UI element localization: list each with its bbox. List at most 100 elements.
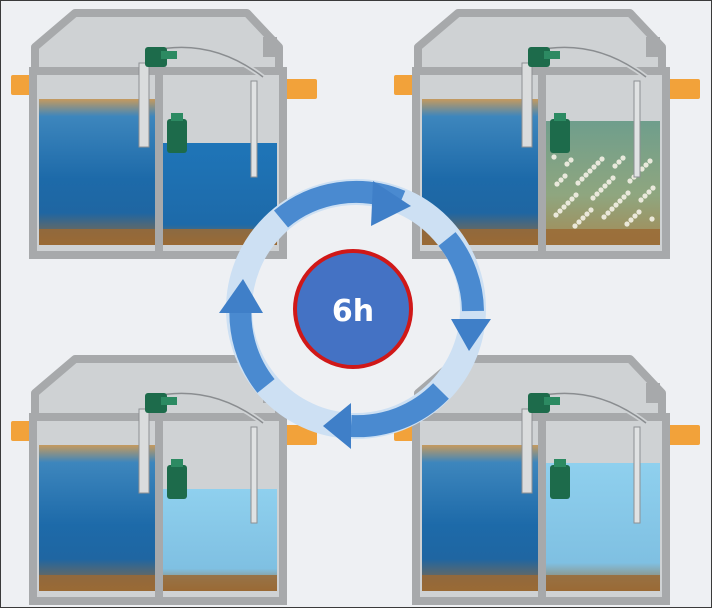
bubble	[617, 198, 623, 204]
arrow-down-icon	[451, 319, 491, 351]
tank-top-left	[11, 9, 317, 259]
roof-vent	[646, 37, 660, 57]
bubble	[616, 159, 622, 165]
bubble	[639, 166, 645, 172]
bubble	[575, 180, 581, 186]
bubble	[601, 214, 607, 220]
bubble	[587, 168, 593, 174]
tank-bottom-right	[394, 355, 700, 605]
submersible-pump-head	[171, 459, 183, 467]
bubble	[573, 192, 579, 198]
cycle-arc-right	[438, 232, 484, 312]
roof-vent	[646, 383, 660, 403]
bubble	[643, 162, 649, 168]
bubble	[636, 209, 642, 215]
bubble	[595, 160, 601, 166]
cycle-ring	[219, 179, 491, 449]
arrow-left-icon	[323, 403, 351, 449]
tank-bottom-left	[11, 355, 317, 605]
bubble	[613, 202, 619, 208]
bubble	[551, 154, 557, 160]
bubble	[598, 187, 604, 193]
submersible-pump-head	[171, 113, 183, 121]
arrow-up-icon	[219, 279, 263, 313]
air-pipe	[138, 408, 150, 494]
bubble	[584, 211, 590, 217]
bubble	[588, 207, 594, 213]
bubble	[594, 191, 600, 197]
submersible-pump-icon	[550, 465, 570, 499]
decant-pipe	[633, 426, 641, 524]
air-pipe	[521, 62, 533, 148]
bubble	[609, 206, 615, 212]
bubble	[620, 155, 626, 161]
divider-wall	[538, 71, 546, 251]
bubble	[554, 181, 560, 187]
submersible-pump-icon	[550, 119, 570, 153]
bubble	[632, 213, 638, 219]
blower-pump-head	[161, 51, 177, 59]
left-chamber-water	[422, 445, 538, 591]
submersible-pump-icon	[167, 119, 187, 153]
bubble	[650, 185, 656, 191]
divider-wall	[155, 417, 163, 597]
cycle-arc-bottom	[350, 383, 449, 438]
bubble	[621, 194, 627, 200]
blower-pump-head	[161, 397, 177, 405]
bubble	[628, 217, 634, 223]
decant-pipe	[633, 80, 641, 178]
bubble	[647, 158, 653, 164]
bubble	[612, 163, 618, 169]
bubble	[580, 215, 586, 221]
bubble	[565, 200, 571, 206]
bubble	[624, 221, 630, 227]
bubble	[561, 204, 567, 210]
bubble	[606, 179, 612, 185]
bubble	[572, 223, 578, 229]
bubble	[579, 176, 585, 182]
bubble	[646, 189, 652, 195]
bubble	[562, 173, 568, 179]
bubble	[569, 196, 575, 202]
right-chamber-water	[163, 489, 277, 591]
decant-pipe	[250, 80, 258, 178]
submersible-pump-head	[554, 113, 566, 121]
bubble	[627, 178, 633, 184]
bubble	[591, 164, 597, 170]
bubble	[638, 197, 644, 203]
left-chamber-water	[39, 445, 155, 591]
blower-pump-head	[544, 397, 560, 405]
divider-wall	[538, 417, 546, 597]
bubble	[642, 193, 648, 199]
bubble	[599, 156, 605, 162]
bubble	[558, 177, 564, 183]
bubble	[576, 219, 582, 225]
arrow-right-icon	[371, 181, 411, 226]
bubble	[568, 157, 574, 163]
bubble	[625, 190, 631, 196]
left-chamber-water	[39, 99, 155, 245]
air-pipe	[138, 62, 150, 148]
divider-wall	[155, 71, 163, 251]
air-pipe	[521, 408, 533, 494]
bubble	[590, 195, 596, 201]
bubble	[564, 161, 570, 167]
submersible-pump-icon	[167, 465, 187, 499]
blower-pump-head	[544, 51, 560, 59]
roof-vent	[263, 37, 277, 57]
bubble	[610, 175, 616, 181]
cycle-duration-label: 6h	[332, 294, 374, 329]
bubble	[649, 216, 655, 222]
bubble	[553, 212, 559, 218]
bubble	[583, 172, 589, 178]
bubble	[605, 210, 611, 216]
decant-pipe	[250, 426, 258, 524]
badge-circle	[293, 249, 413, 369]
cycle-time-badge: 6h	[293, 249, 413, 369]
bubble	[602, 183, 608, 189]
submersible-pump-head	[554, 459, 566, 467]
bubble	[557, 208, 563, 214]
tanks-layer	[11, 9, 700, 605]
